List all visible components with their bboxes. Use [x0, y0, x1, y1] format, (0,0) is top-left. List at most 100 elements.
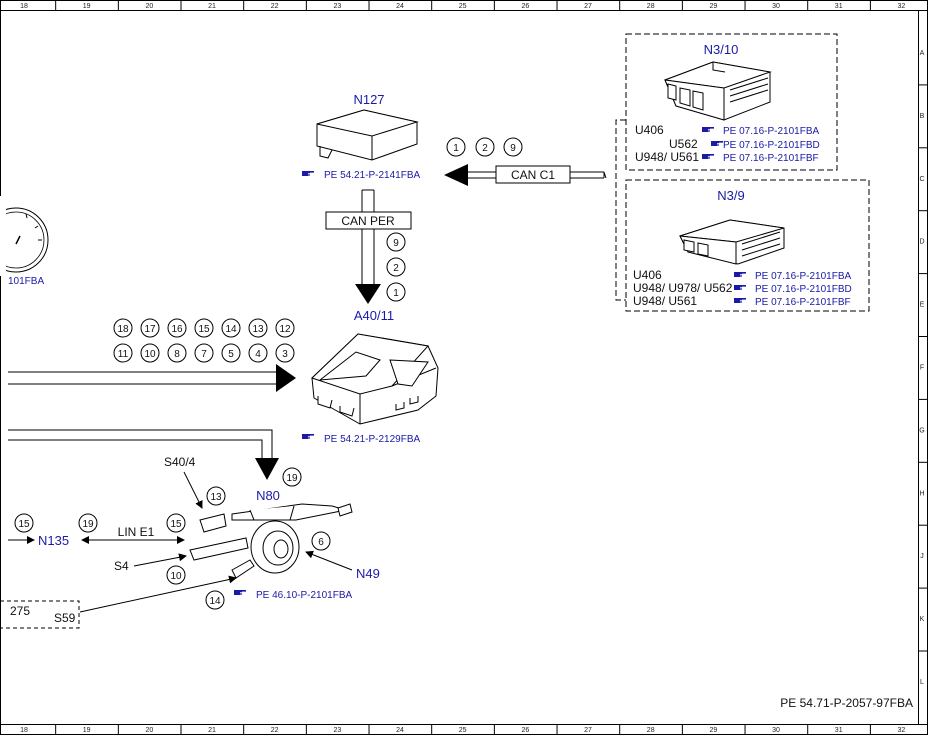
column-label: 18	[20, 3, 28, 10]
pointing-hand-icon	[701, 153, 715, 160]
a40-circle	[221, 318, 241, 338]
column-label: 24	[396, 3, 404, 10]
ref-link-a40-11[interactable]: PE 54.21-P-2129FBA	[324, 434, 420, 445]
ref-link-n3-10-3[interactable]: PE 07.16-P-2101FBF	[723, 153, 819, 164]
column-label: 19	[83, 3, 91, 10]
ref-link-n3-10-1[interactable]: PE 07.16-P-2101FBA	[723, 126, 819, 137]
n3-9-variant-1: U406	[633, 268, 662, 282]
n3-10-variant-2: U562	[669, 137, 698, 151]
circle-number: 15	[198, 324, 210, 335]
gauge-ref-link[interactable]: 101FBA	[8, 276, 44, 287]
can-c1-label: CAN C1	[511, 168, 555, 182]
n3-9-label: N3/9	[717, 188, 744, 203]
row-label: B	[920, 113, 925, 120]
s59-label: S59	[54, 611, 76, 625]
circle-number: 9	[510, 143, 516, 154]
ref-link-n3-10-2[interactable]: PE 07.16-P-2101FBD	[723, 140, 820, 151]
n135-section: 15 N135 19 15 LIN E1	[8, 513, 186, 548]
column-label: 22	[271, 3, 279, 10]
circle-number: 8	[174, 349, 180, 360]
circle-number: 1	[453, 143, 459, 154]
n80-callouts: S40/4 13 6 N49 S4 10 14 PE 46.10-P-2101F…	[79, 455, 380, 613]
column-label: 21	[208, 727, 216, 734]
n49-label: N49	[356, 566, 380, 581]
circle-number: 5	[228, 349, 234, 360]
s59-box: 275 S59	[0, 600, 80, 629]
s4-label: S4	[114, 559, 129, 573]
ecu-drawing	[664, 61, 772, 121]
lin-e1-label: LIN E1	[118, 525, 155, 539]
row-label: C	[919, 176, 924, 183]
s59-box-number: 275	[10, 604, 30, 618]
column-label: 25	[459, 727, 467, 734]
circle-number: 18	[117, 324, 129, 335]
a40-circle	[275, 318, 295, 338]
column-label: 28	[647, 3, 655, 10]
circle-number: 19	[82, 519, 94, 530]
a40-11-label: A40/11	[354, 308, 394, 323]
n80-label: N80	[256, 488, 280, 503]
ref-link-n49[interactable]: PE 46.10-P-2101FBA	[256, 590, 352, 601]
ref-link-n3-9-1[interactable]: PE 07.16-P-2101FBA	[755, 271, 851, 282]
a40-11-wire-harness[interactable]	[8, 364, 296, 392]
column-label: 29	[709, 3, 717, 10]
can-per-circles: 9 2 1	[386, 232, 406, 302]
circle-number: 16	[171, 324, 183, 335]
n3-10-variant-3: U948/ U561	[635, 150, 699, 164]
row-label: H	[919, 490, 924, 497]
column-label: 27	[584, 727, 592, 734]
circle-number: 1	[393, 288, 399, 299]
a40-circle	[113, 318, 133, 338]
circle-number: 4	[255, 349, 261, 360]
a40-circle	[113, 343, 133, 363]
ecu-drawing	[679, 219, 785, 265]
circle-number: 15	[170, 519, 182, 530]
can-c1-bus[interactable]: CAN C1	[444, 164, 607, 186]
ref-link-n3-9-2[interactable]: PE 07.16-P-2101FBD	[755, 284, 852, 295]
ref-link-n127[interactable]: PE 54.21-P-2141FBA	[324, 170, 420, 181]
column-label: 26	[521, 727, 529, 734]
circle-number: 14	[225, 324, 237, 335]
can-per-bus[interactable]: CAN PER	[325, 189, 412, 304]
a40-circle	[248, 343, 268, 363]
circle-number: 2	[393, 263, 399, 274]
row-label: L	[920, 679, 924, 686]
circle-n80	[282, 467, 302, 487]
circle-number: 10	[170, 571, 182, 582]
column-ruler: 1818191920202121222223232424252526262727…	[20, 0, 905, 735]
circle-number: 3	[282, 349, 288, 360]
column-label: 27	[584, 3, 592, 10]
s40-4-label: S40/4	[164, 455, 196, 469]
column-label: 28	[647, 727, 655, 734]
column-label: 30	[772, 727, 780, 734]
a40-circle	[140, 343, 160, 363]
circle-number: 15	[18, 519, 30, 530]
row-label: A	[920, 50, 925, 57]
n3-10-variant-1: U406	[635, 123, 664, 137]
document-code: PE 54.71-P-2057-97FBA	[780, 696, 913, 710]
a40-circle	[275, 343, 295, 363]
column-label: 23	[333, 3, 341, 10]
column-label: 29	[709, 727, 717, 734]
circle-number: 19	[286, 473, 298, 484]
circle-number: 6	[318, 537, 324, 548]
column-label: 21	[208, 3, 216, 10]
column-label: 32	[897, 727, 905, 734]
row-label: J	[920, 553, 924, 560]
row-label: F	[920, 365, 924, 372]
row-label: G	[919, 427, 924, 434]
column-label: 18	[20, 727, 28, 734]
circle-number: 12	[279, 324, 291, 335]
ref-link-n3-9-3[interactable]: PE 07.16-P-2101FBF	[755, 297, 851, 308]
n80-wire-harness[interactable]	[8, 429, 279, 480]
pointing-hand-icon	[233, 589, 247, 596]
pointing-hand-icon	[733, 284, 747, 291]
column-label: 25	[459, 3, 467, 10]
a40-circle	[248, 318, 268, 338]
a40-circle	[194, 318, 214, 338]
n3-9-variant-2: U948/ U978/ U562	[633, 281, 733, 295]
column-label: 26	[521, 3, 529, 10]
n127-module: N127 PE 54.21-P-2141FBA	[301, 92, 420, 181]
